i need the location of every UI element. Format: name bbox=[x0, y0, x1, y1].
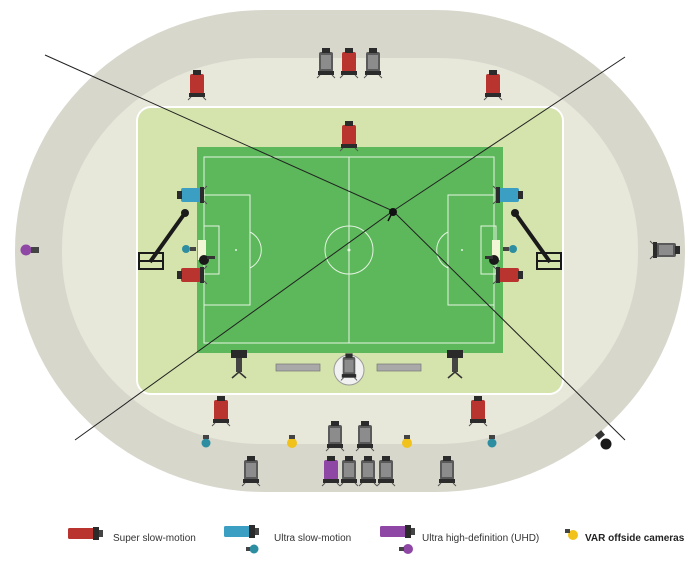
top-left-camera bbox=[187, 69, 207, 101]
right-crane bbox=[511, 209, 562, 270]
legend-label-super-slow: Super slow-motion bbox=[113, 533, 196, 544]
left-goalline-camera bbox=[199, 255, 215, 265]
steadicam-left bbox=[231, 350, 247, 379]
top-right-camera bbox=[483, 69, 503, 101]
bottom-stand-camera-right bbox=[437, 455, 457, 487]
legend-item-uhd: Ultra high-definition (UHD) bbox=[378, 522, 548, 556]
legend-item-super-slow: Super slow-motion bbox=[66, 522, 216, 556]
corner-camera-bottom-right bbox=[595, 430, 612, 450]
bottom-stand-camera-4 bbox=[376, 455, 396, 487]
top-center-camera-left bbox=[316, 47, 336, 79]
bottom-teal-mini-right bbox=[487, 435, 497, 448]
legend-item-var: VAR offside cameras bbox=[562, 522, 694, 556]
right-goal bbox=[492, 240, 500, 260]
left-goal-top-camera bbox=[176, 185, 208, 205]
right-goal-top-camera bbox=[492, 185, 524, 205]
uhd-camera-icon bbox=[380, 525, 415, 554]
bottom-stand-uhd-camera bbox=[321, 455, 341, 487]
left-goal-mini-cam bbox=[182, 245, 196, 253]
ultra-slow-motion-camera-icon bbox=[224, 525, 259, 554]
legend-label-var: VAR offside cameras bbox=[585, 533, 685, 544]
right-goalline-camera bbox=[485, 255, 499, 265]
legend-label-ultra-slow: Ultra slow-motion bbox=[274, 533, 352, 544]
legend-item-ultra-slow: Ultra slow-motion bbox=[222, 522, 372, 556]
right-goal-mini-cam bbox=[503, 245, 517, 253]
dugout-bench-right bbox=[376, 363, 422, 372]
bottom-gantry-camera-2 bbox=[355, 420, 375, 452]
left-crane bbox=[138, 209, 189, 270]
right-goal-bottom-camera bbox=[492, 265, 524, 285]
var-offside-camera-right bbox=[402, 435, 412, 448]
halfway-line-camera bbox=[339, 120, 359, 152]
left-goal-bottom-camera bbox=[176, 265, 208, 285]
left-goal bbox=[198, 240, 206, 260]
bottom-stand-camera-3 bbox=[358, 455, 378, 487]
var-offside-camera-left bbox=[287, 435, 297, 448]
central-dolly-track bbox=[333, 352, 365, 386]
bottom-stand-camera-2 bbox=[339, 455, 359, 487]
steadicam-right bbox=[447, 350, 463, 379]
spidercam-wires bbox=[44, 54, 626, 441]
bottom-teal-mini-left bbox=[201, 435, 211, 448]
legend: Super slow-motion Ultra slow-motion Ultr… bbox=[0, 522, 700, 562]
top-center-camera-right bbox=[363, 47, 383, 79]
pitch-spots bbox=[235, 248, 463, 252]
stadium-camera-plan bbox=[15, 10, 685, 492]
super-slow-motion-camera-icon bbox=[68, 527, 103, 540]
top-center-camera-middle bbox=[339, 47, 359, 79]
bottom-left-camera bbox=[211, 395, 231, 427]
bottom-right-camera bbox=[468, 395, 488, 427]
dugout-bench-left bbox=[275, 363, 321, 372]
legend-label-uhd: Ultra high-definition (UHD) bbox=[422, 533, 540, 544]
left-stand-uhd-camera bbox=[20, 244, 39, 256]
var-offside-camera-icon bbox=[565, 529, 578, 540]
bottom-stand-camera-left bbox=[241, 455, 261, 487]
bottom-gantry-camera-1 bbox=[325, 420, 345, 452]
spidercam bbox=[387, 208, 397, 222]
right-stand-camera bbox=[649, 240, 681, 260]
